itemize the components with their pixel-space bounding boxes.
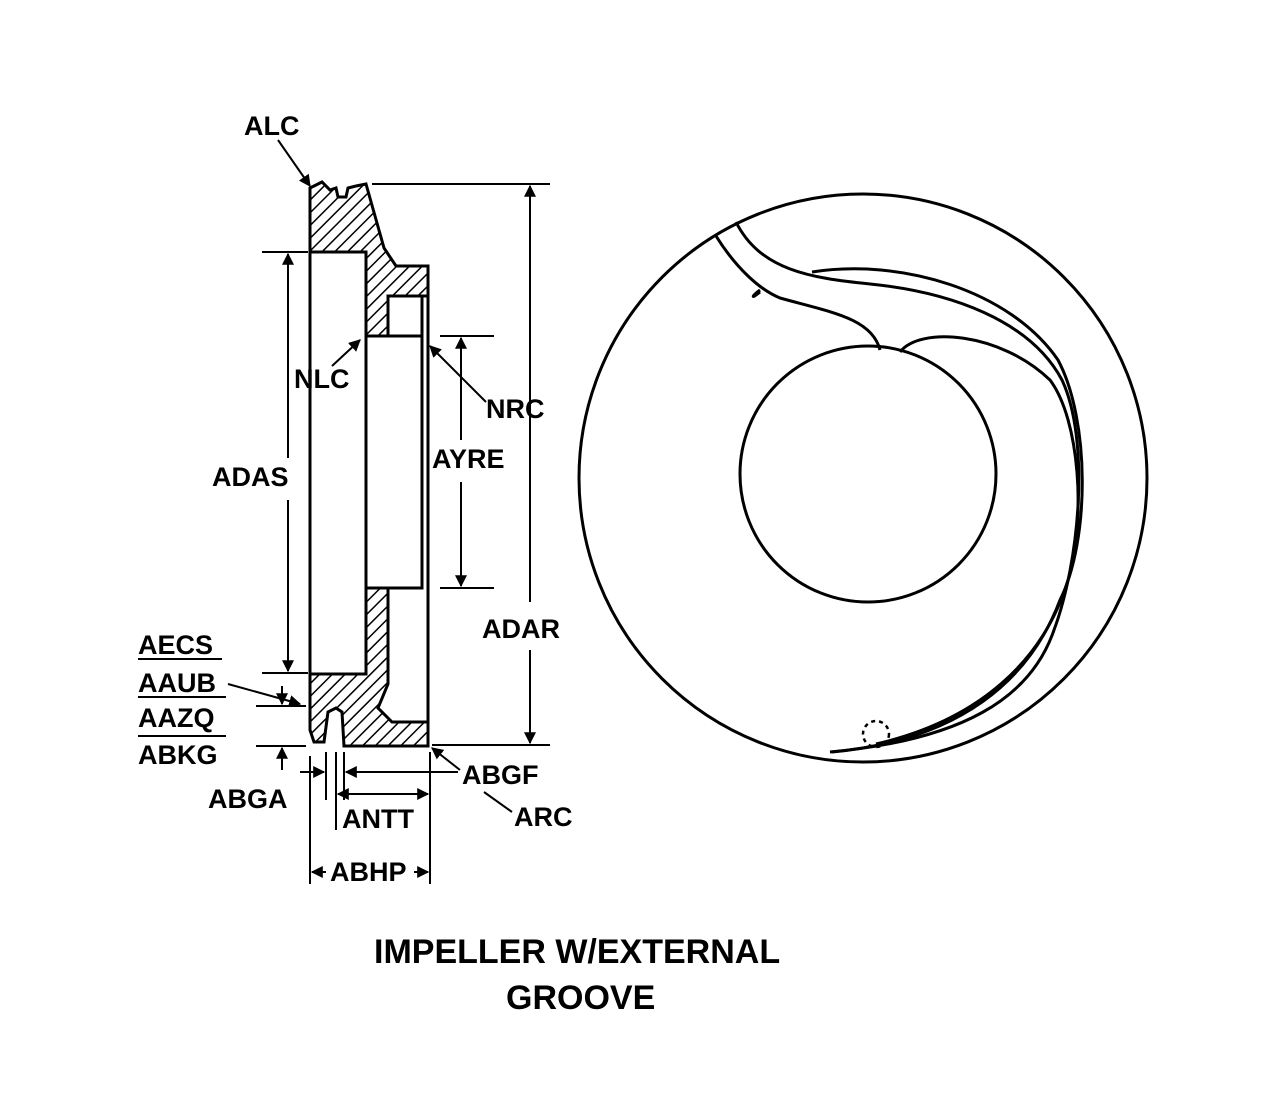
vane-1 [714,235,882,351]
vane-3 [751,288,761,298]
dimension-lines [227,139,550,884]
label-abgf: ABGF [462,760,539,790]
vane-5 [875,335,1080,746]
label-ayre: AYRE [432,444,505,474]
caption: IMPELLER W/EXTERNAL GROOVE [374,933,780,1017]
label-adar: ADAR [482,614,560,644]
label-aazq: AAZQ [138,703,215,733]
hub-bore [308,250,368,676]
label-arc: ARC [514,802,573,832]
label-abga: ABGA [208,784,288,814]
label-abkg: ABKG [138,740,218,770]
label-nrc: NRC [486,394,545,424]
section-view [308,180,430,748]
outer-disc [577,192,1149,764]
hub-circle [738,344,998,604]
label-nlc: NLC [294,364,350,394]
label-antt: ANTT [342,804,414,834]
dashed-hole [861,719,891,749]
dimension-labels: ALC NLC NRC ADAS AYRE ADAR AECS AAUB AAZ… [138,111,573,887]
vane-4 [811,267,1084,754]
label-aaub: AAUB [138,668,216,698]
label-abhp: ABHP [330,857,407,887]
caption-line-2: GROOVE [506,979,655,1017]
label-adas: ADAS [212,462,289,492]
vane-2 [734,221,1081,754]
caption-line-1: IMPELLER W/EXTERNAL [374,933,780,971]
label-alc: ALC [244,111,300,141]
front-view [577,192,1149,764]
hub-center [364,334,424,590]
label-aecs: AECS [138,630,213,660]
